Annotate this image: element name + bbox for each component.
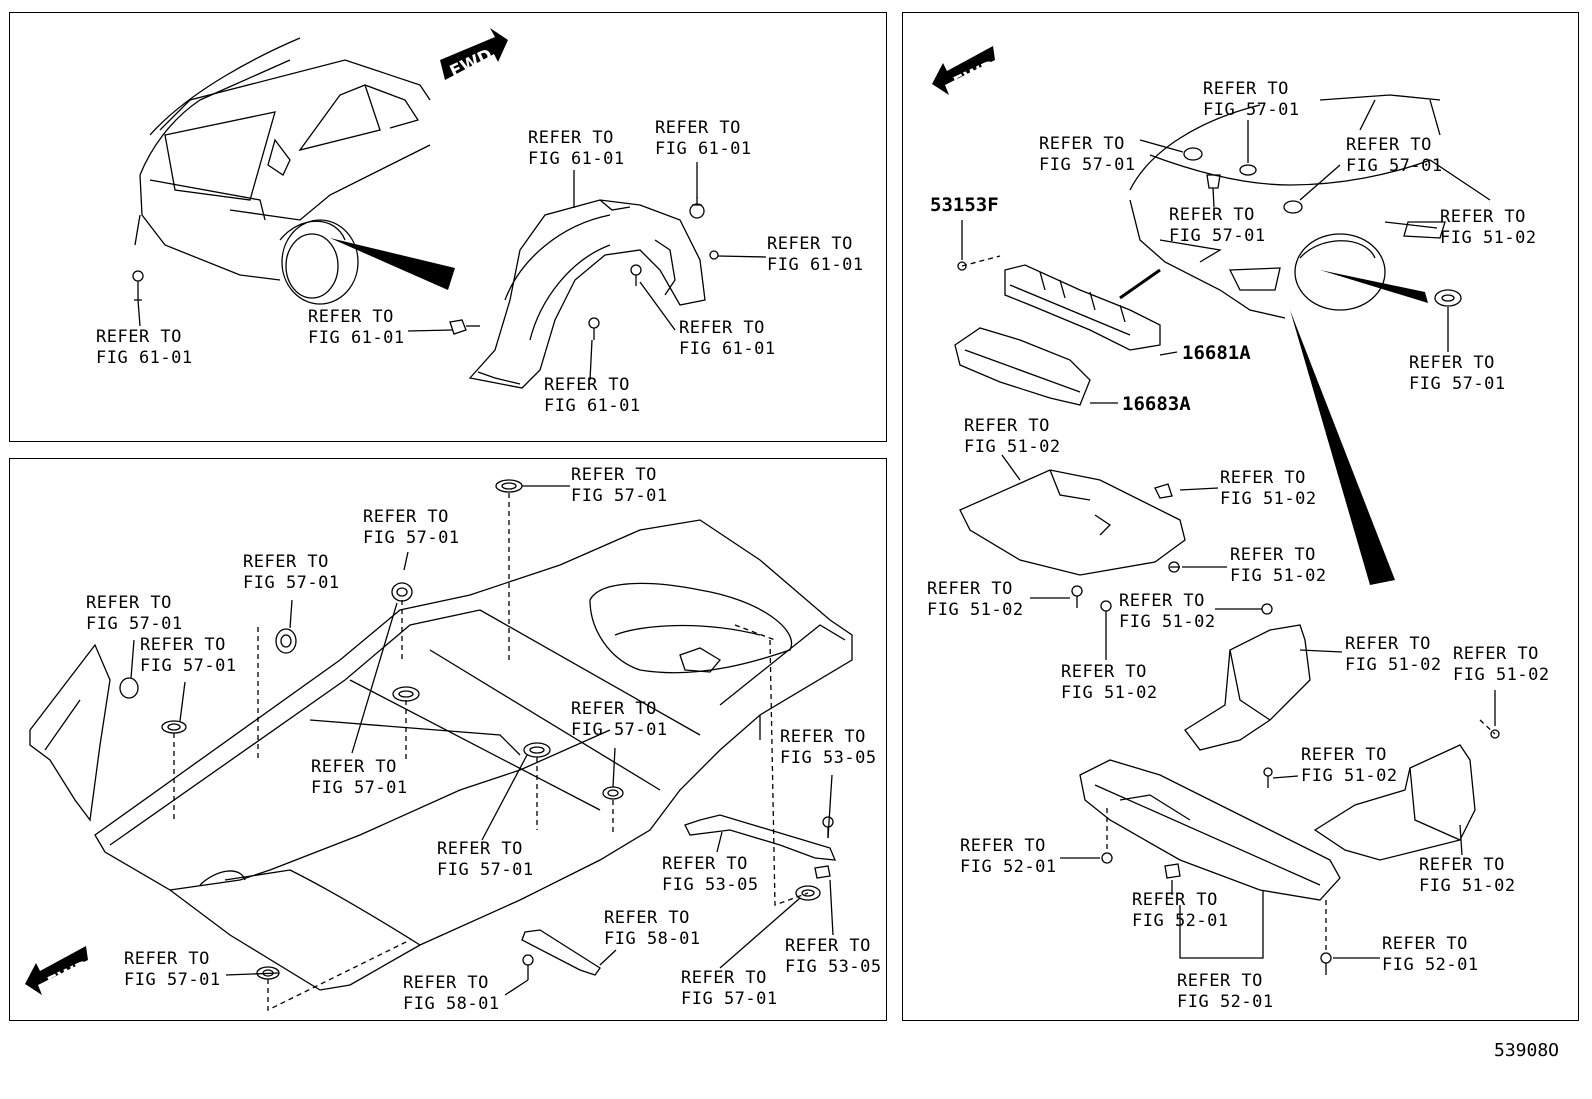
part-number-53153f: 53153F bbox=[930, 194, 999, 216]
panel-front-undercover bbox=[902, 12, 1579, 1021]
fender-fasteners bbox=[132, 197, 719, 340]
leader-lines-bottom-left bbox=[130, 485, 834, 996]
front-grommets bbox=[957, 147, 1462, 307]
floor-bracket-and-rail bbox=[521, 814, 837, 980]
side-undercover-right bbox=[1313, 744, 1476, 861]
side-sill-panel bbox=[29, 643, 111, 822]
side-undercover-left bbox=[1184, 624, 1311, 751]
vehicle-front-outline bbox=[1129, 94, 1491, 319]
front-dashed-lines bbox=[961, 255, 1496, 952]
panel-floor-underbody bbox=[9, 458, 887, 1021]
front-undercover-main bbox=[1079, 759, 1341, 901]
fender-liner bbox=[468, 199, 706, 389]
engine-undercover bbox=[959, 469, 1186, 576]
front-fasteners bbox=[1071, 561, 1500, 975]
bracket-16681A bbox=[1004, 264, 1161, 351]
cover-16683A bbox=[954, 327, 1091, 406]
dashed-install-lines bbox=[173, 493, 809, 1012]
fwd-arrow-top-left: FWD bbox=[440, 28, 508, 82]
fwd-arrow-right: FWD bbox=[932, 46, 1000, 95]
part-number-16681a: 16681A bbox=[1182, 342, 1251, 364]
grommets bbox=[119, 479, 821, 980]
floor-pan bbox=[94, 519, 853, 991]
pointer-wedge bbox=[330, 238, 455, 290]
pointer-wedge-lower bbox=[1290, 310, 1395, 585]
vehicle-rear-outline bbox=[134, 37, 431, 305]
part-number-16683a: 16683A bbox=[1122, 393, 1191, 415]
leader-lines-top-left bbox=[137, 162, 767, 381]
panel-rear-fender-liner bbox=[9, 12, 887, 442]
pointer-wedge-upper bbox=[1320, 270, 1428, 303]
fwd-arrow-bottom-left: FWD bbox=[25, 946, 94, 995]
pointer-line-front bbox=[1119, 268, 1161, 300]
catalog-code: 53908O bbox=[1494, 1040, 1560, 1061]
leader-lines-right bbox=[961, 120, 1496, 959]
